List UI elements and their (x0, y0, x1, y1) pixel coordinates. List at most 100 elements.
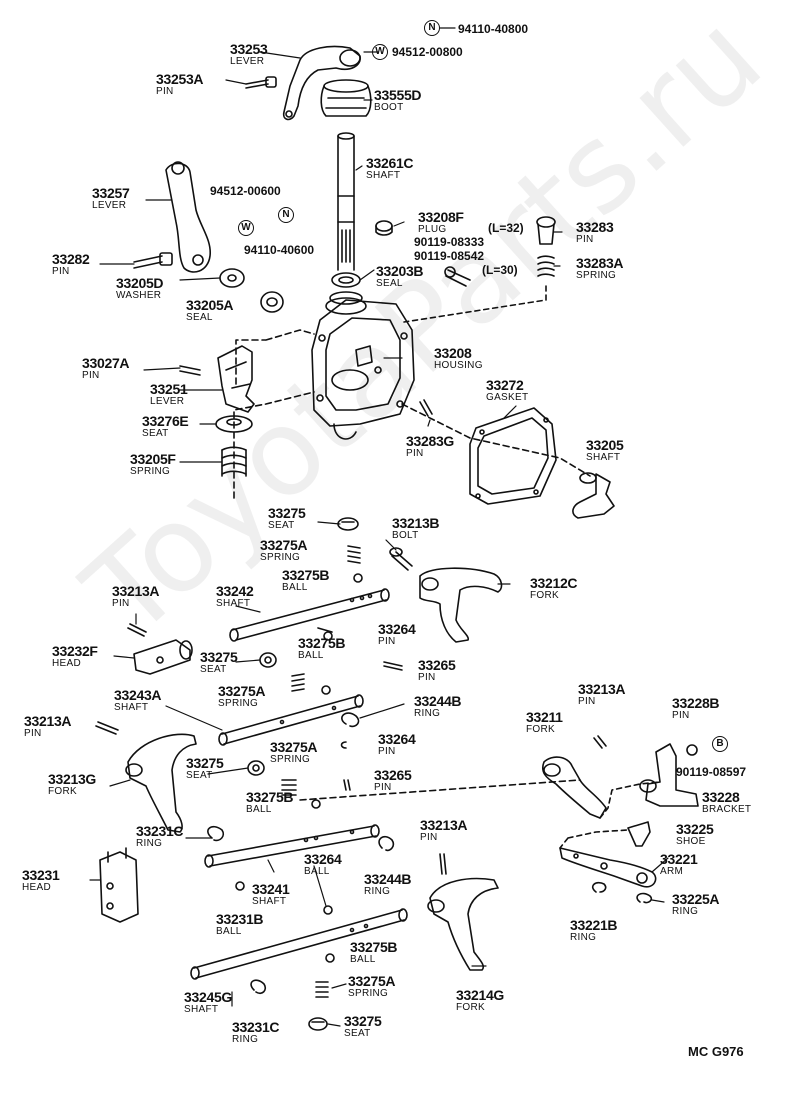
ball-33275b-2-drawing (323, 631, 333, 641)
seat-33275-mid-drawing (259, 652, 277, 668)
shaft-33205-drawing (572, 472, 615, 519)
length-note: (L=32) (488, 221, 524, 235)
ball-33264-drawing (323, 905, 333, 915)
pin-33213a-2-drawing (95, 721, 119, 735)
spring-33205f-drawing (221, 446, 247, 477)
pin-33213a-1-drawing (127, 623, 147, 637)
nut-symbol-icon: N (278, 207, 294, 223)
seat-33275-bottom-drawing (308, 1017, 328, 1031)
pin-33213a-3-drawing (593, 735, 607, 749)
leader-lines (89, 27, 669, 1027)
shaft-33241-drawing (204, 824, 380, 868)
leader-spring-housing (403, 285, 547, 323)
lever-33251-drawing (217, 345, 255, 413)
fork-33211-drawing (541, 756, 607, 819)
lever-33253-drawing (282, 45, 361, 121)
leader-arm-shoe (559, 829, 629, 849)
boot-33555d-drawing (320, 79, 372, 117)
pin-33264-2-drawing (340, 741, 347, 749)
washer-symbol-icon: W (238, 220, 254, 236)
ring-33244b-1-drawing (341, 712, 360, 728)
washer-33205d-drawing (219, 268, 245, 288)
ref-part-number: 94110-40600 (244, 243, 315, 257)
pin-33265-2-drawing (343, 779, 351, 791)
ref-part-number: 94110-40800 (458, 22, 529, 36)
ring-33231c-1-drawing (207, 825, 225, 842)
fork-33212c-drawing (419, 567, 503, 643)
plug-part-number: 90119-08333 (414, 235, 485, 249)
leader-gasket-shaft (401, 403, 591, 477)
pin-33027a-drawing (179, 365, 201, 376)
seat-33275-top-drawing (337, 517, 359, 531)
ring-33231c-2-drawing (250, 979, 267, 995)
ref-part-number: 94512-00600 (210, 184, 281, 198)
pin-33264-1-drawing (317, 627, 333, 633)
pin-33283g-drawing (419, 399, 433, 417)
spring-33275a-2-drawing (291, 673, 305, 692)
spring-33275a-1-drawing (347, 545, 361, 564)
bolt-33213b-drawing (389, 547, 413, 571)
shoe-33225-drawing (627, 821, 651, 847)
length-note: (L=30) (482, 263, 518, 277)
arm-33221-drawing (559, 847, 657, 888)
nut-symbol-icon: N (424, 20, 440, 36)
ring-33221b-drawing (591, 881, 607, 893)
plug-part-number: 90119-08542 (414, 249, 485, 263)
spring-33283a-drawing (537, 255, 555, 277)
fork-33213g-drawing (125, 733, 197, 833)
fork-33214g-drawing (427, 877, 499, 971)
ref-part-number: 94512-00800 (392, 45, 463, 59)
pin-33282-drawing (133, 252, 173, 269)
ref-part-number: 90119-08597 (676, 765, 747, 779)
pin-33253a-drawing (245, 76, 277, 89)
pin-33265-1-drawing (383, 661, 403, 671)
ring-33225a-drawing (636, 892, 653, 904)
spring-33275a-4-drawing (315, 981, 329, 998)
washer-symbol-icon: W (372, 44, 388, 60)
shaft-33261c-drawing (337, 132, 355, 271)
ring-33244b-2-drawing (378, 835, 395, 852)
ball-33275b-3-drawing (321, 685, 331, 695)
